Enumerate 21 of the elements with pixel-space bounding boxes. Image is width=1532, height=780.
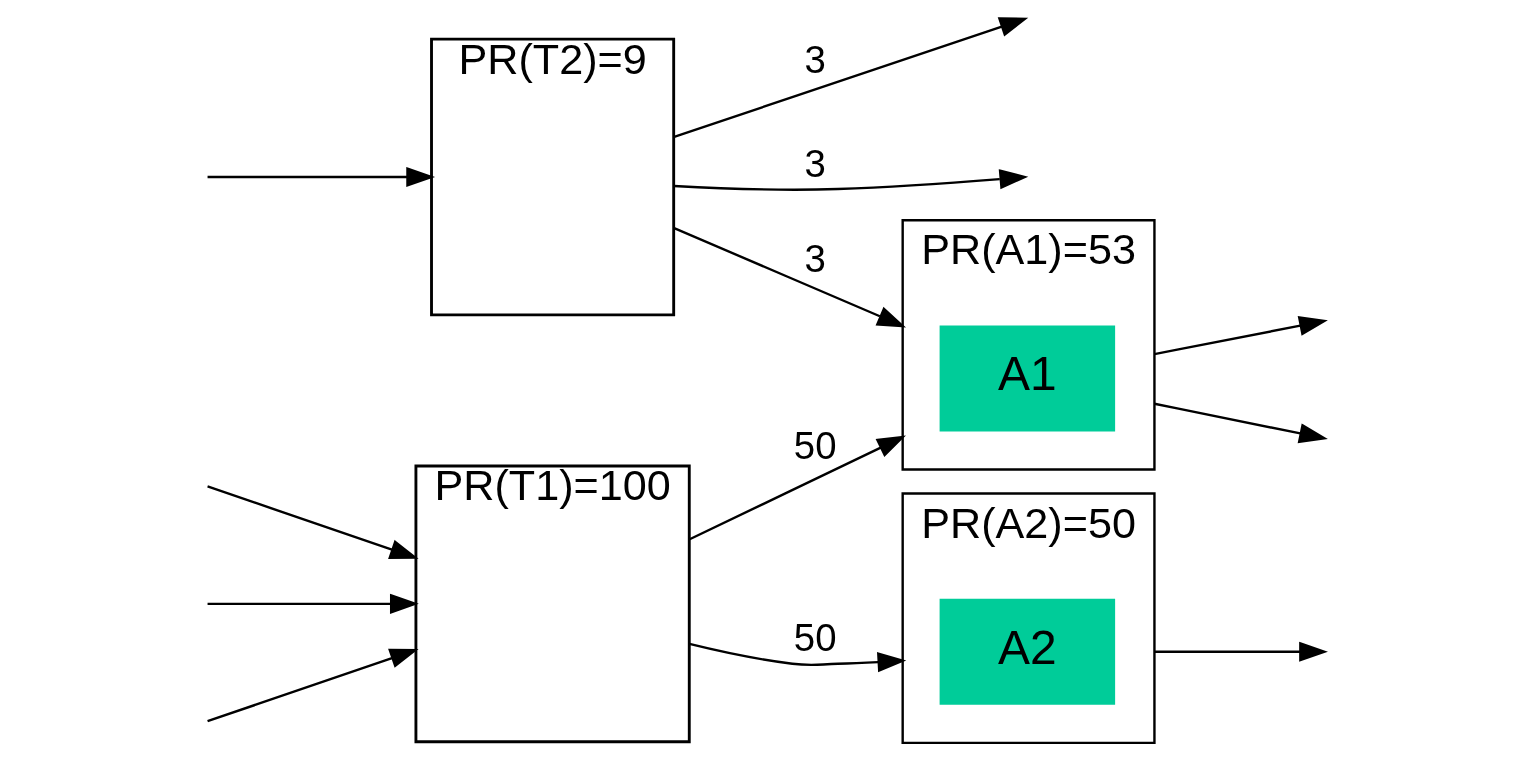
arrow (207, 648, 419, 723)
arrow (207, 593, 419, 614)
arrow (1154, 402, 1328, 444)
edge-label: 50 (793, 424, 837, 468)
node-box: A1 (939, 325, 1116, 432)
arrow (207, 166, 436, 188)
arrow (689, 435, 906, 541)
arrow (1154, 315, 1328, 356)
node-box: PR(T1)=100 (414, 464, 691, 744)
node-box: A2 (939, 598, 1116, 705)
edge-label: 3 (804, 38, 826, 82)
arrow (207, 485, 419, 559)
edge-label: 3 (804, 237, 826, 281)
arrow (674, 169, 1029, 191)
edge-label: 3 (804, 141, 826, 185)
arrow (673, 227, 906, 328)
node-box: PR(T2)=9 (430, 37, 676, 317)
edge-label: 50 (793, 616, 837, 660)
arrow (1154, 641, 1328, 662)
arrow (673, 17, 1029, 139)
arrow (689, 642, 907, 673)
